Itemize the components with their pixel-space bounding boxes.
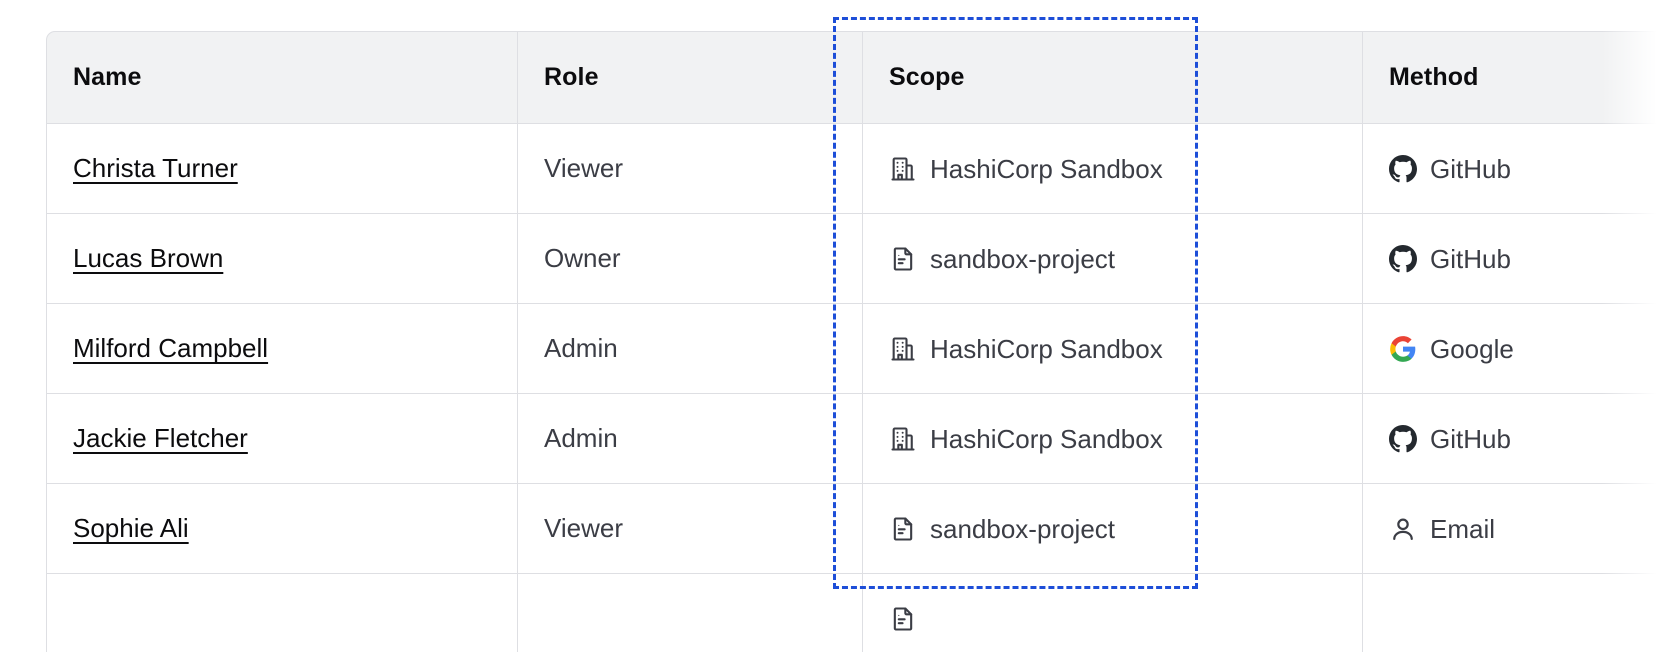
scope-label: sandbox-project bbox=[930, 243, 1115, 274]
cell-name: Sophie Ali bbox=[46, 484, 518, 574]
member-name-link[interactable]: Milford Campbell bbox=[73, 333, 269, 363]
cell-role: Admin bbox=[518, 304, 863, 394]
cell-name: Milford Campbell bbox=[46, 304, 518, 394]
table-header-row: Name Role Scope Method bbox=[46, 31, 1672, 124]
cell-method bbox=[1363, 574, 1672, 652]
table-header: Name Role Scope Method bbox=[46, 31, 1672, 124]
cell-name: Christa Turner bbox=[46, 124, 518, 214]
method-label: Email bbox=[1430, 513, 1496, 544]
project-document-icon bbox=[889, 515, 917, 543]
method-label: GitHub bbox=[1430, 243, 1511, 274]
table-row[interactable]: Jackie Fletcher Admin bbox=[46, 394, 1672, 484]
method-label: GitHub bbox=[1430, 423, 1511, 454]
organization-building-icon bbox=[889, 425, 917, 453]
scope-label: HashiCorp Sandbox bbox=[930, 333, 1163, 364]
cell-role bbox=[518, 574, 863, 652]
cell-method: Google bbox=[1363, 304, 1672, 394]
member-name-link[interactable]: Christa Turner bbox=[73, 153, 238, 183]
project-document-icon bbox=[889, 605, 917, 633]
cell-method: GitHub bbox=[1363, 124, 1672, 214]
user-person-icon bbox=[1389, 515, 1417, 543]
cell-scope: HashiCorp Sandbox bbox=[863, 124, 1363, 214]
cell-method: Email bbox=[1363, 484, 1672, 574]
cell-scope: sandbox-project bbox=[863, 484, 1363, 574]
scope-label: HashiCorp Sandbox bbox=[930, 153, 1163, 184]
google-icon bbox=[1389, 335, 1417, 363]
member-name-link[interactable]: Jackie Fletcher bbox=[73, 423, 248, 453]
organization-building-icon bbox=[889, 155, 917, 183]
cell-method: GitHub bbox=[1363, 394, 1672, 484]
members-table-scroll-container[interactable]: Name Role Scope Method Christa Turner Vi… bbox=[46, 31, 1672, 652]
github-icon bbox=[1389, 244, 1417, 273]
scope-label: HashiCorp Sandbox bbox=[930, 423, 1163, 454]
member-name-link[interactable]: Sophie Ali bbox=[73, 513, 189, 543]
column-header-name[interactable]: Name bbox=[46, 31, 518, 124]
cell-name: Jackie Fletcher bbox=[46, 394, 518, 484]
column-header-role[interactable]: Role bbox=[518, 31, 863, 124]
column-header-scope[interactable]: Scope bbox=[863, 31, 1363, 124]
members-table: Name Role Scope Method Christa Turner Vi… bbox=[46, 31, 1672, 652]
scope-label: sandbox-project bbox=[930, 513, 1115, 544]
table-row[interactable]: Lucas Brown Owner bbox=[46, 214, 1672, 304]
github-icon bbox=[1389, 424, 1417, 453]
cell-role: Owner bbox=[518, 214, 863, 304]
table-row[interactable]: Christa Turner Viewer bbox=[46, 124, 1672, 214]
organization-building-icon bbox=[889, 335, 917, 363]
cell-scope: HashiCorp Sandbox bbox=[863, 304, 1363, 394]
cell-role: Admin bbox=[518, 394, 863, 484]
cell-method: GitHub bbox=[1363, 214, 1672, 304]
cell-role: Viewer bbox=[518, 484, 863, 574]
method-label: GitHub bbox=[1430, 153, 1511, 184]
column-header-method[interactable]: Method bbox=[1363, 31, 1672, 124]
cell-scope bbox=[863, 574, 1363, 652]
cell-role: Viewer bbox=[518, 124, 863, 214]
cell-scope: HashiCorp Sandbox bbox=[863, 394, 1363, 484]
member-name-link[interactable]: Lucas Brown bbox=[73, 243, 224, 273]
table-row[interactable] bbox=[46, 574, 1672, 652]
method-label: Google bbox=[1430, 333, 1514, 364]
cell-scope: sandbox-project bbox=[863, 214, 1363, 304]
table-body: Christa Turner Viewer bbox=[46, 124, 1672, 652]
github-icon bbox=[1389, 154, 1417, 183]
table-row[interactable]: Sophie Ali Viewer bbox=[46, 484, 1672, 574]
cell-name: Lucas Brown bbox=[46, 214, 518, 304]
table-row[interactable]: Milford Campbell Admin bbox=[46, 304, 1672, 394]
project-document-icon bbox=[889, 245, 917, 273]
cell-name bbox=[46, 574, 518, 652]
